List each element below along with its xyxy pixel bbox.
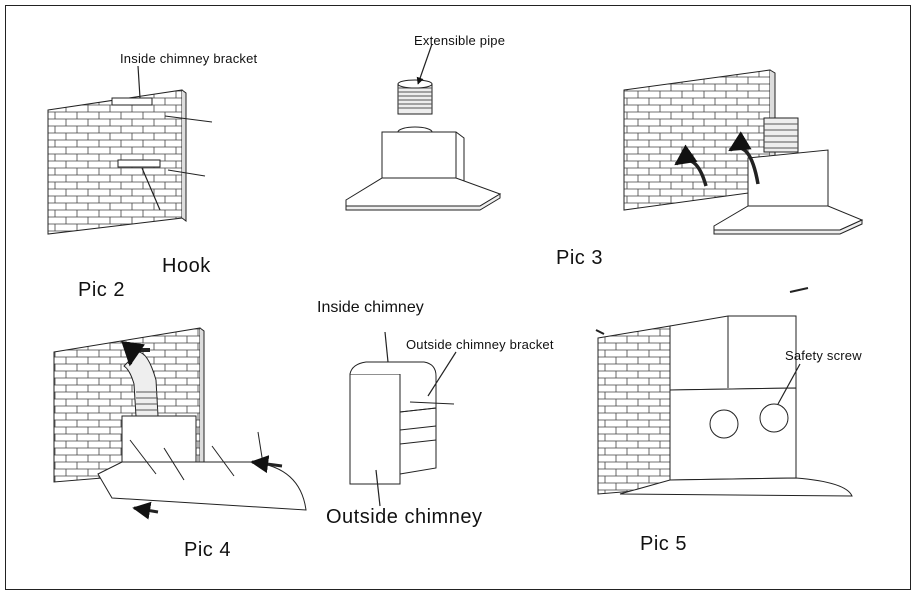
label-hook: Hook [162, 255, 211, 277]
pic3-hood [713, 205, 864, 231]
pic5-illustration [595, 287, 853, 497]
pic3-illustration [623, 69, 864, 235]
inside-chimney-bracket [111, 97, 153, 106]
pic2-illustration [47, 65, 213, 235]
hook-bracket [117, 159, 161, 168]
pic4-glass-canopy [97, 461, 307, 511]
label-pic4: Pic 4 [184, 539, 231, 561]
label-inside-chimney-bracket: Inside chimney bracket [120, 51, 258, 66]
safety-screw-detail-left [709, 409, 739, 439]
pic4-illustration [53, 327, 307, 520]
label-inside-chimney: Inside chimney [317, 299, 424, 316]
label-outside-chimney: Outside chimney [326, 506, 483, 528]
rotate-arrow-right [728, 131, 760, 185]
label-extensible-pipe: Extensible pipe [414, 33, 506, 48]
extensible-pipe [397, 83, 433, 115]
extensible-pipe-illustration [345, 43, 502, 211]
pic5-glass-canopy [619, 477, 853, 497]
pic2-wall [47, 89, 183, 235]
outside-chimney-front [349, 373, 401, 485]
label-safety-screw: Safety screw [785, 348, 862, 363]
pic4-chimney-box [121, 415, 197, 469]
label-pic3: Pic 3 [556, 247, 603, 269]
hood-canopy [345, 177, 502, 207]
label-pic2: Pic 2 [78, 279, 125, 301]
outside-chimney-illustration [349, 331, 457, 507]
pic5-inside-chimney [669, 315, 797, 391]
safety-screw-detail-right [759, 403, 789, 433]
label-outside-chimney-bracket: Outside chimney bracket [406, 337, 554, 352]
pic5-wall [597, 325, 671, 495]
label-pic5: Pic 5 [640, 533, 687, 555]
rotate-arrow-left [674, 144, 708, 187]
